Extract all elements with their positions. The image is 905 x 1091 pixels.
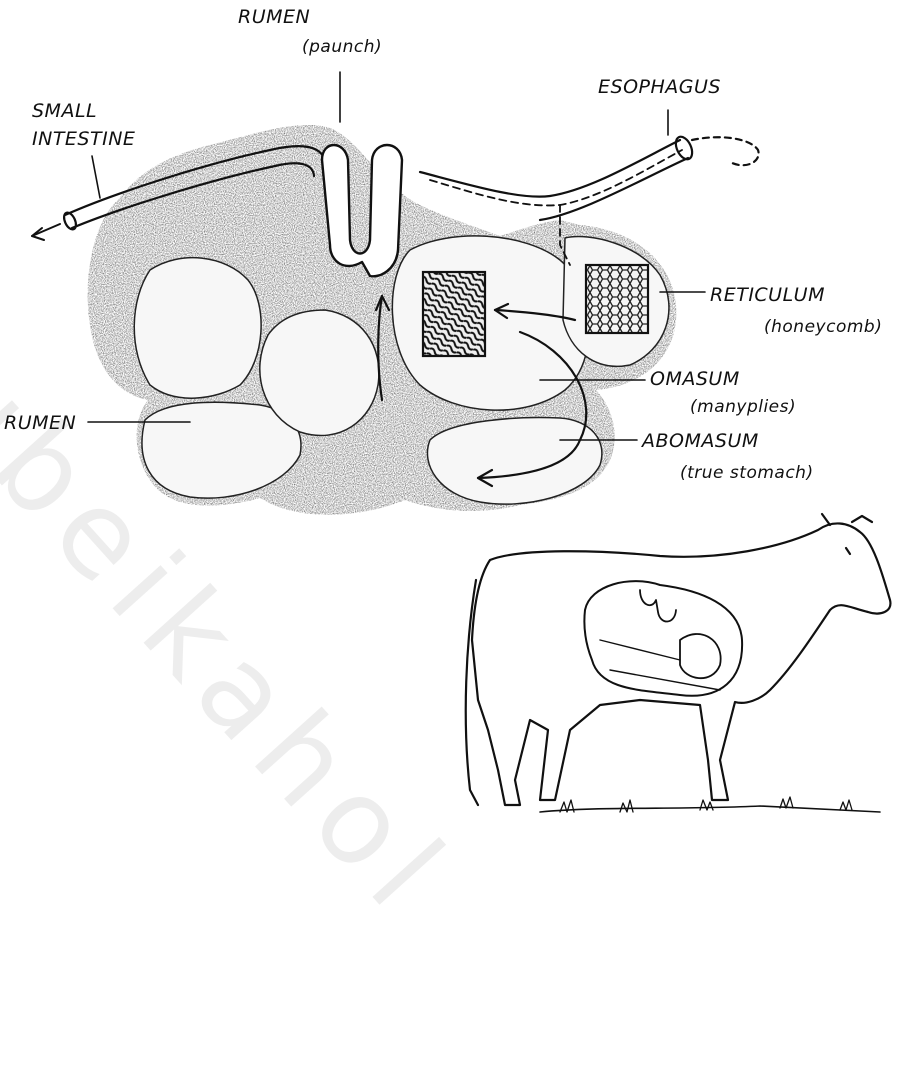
label-omasum: OMASUM	[650, 368, 740, 390]
label-small-intestine-line2: INTESTINE	[32, 128, 135, 150]
label-small-intestine-line1: SMALL	[32, 100, 97, 122]
label-reticulum-sub: (honeycomb)	[764, 316, 882, 338]
label-reticulum: RETICULUM	[710, 284, 825, 306]
omasum-detail	[423, 272, 485, 356]
reticulum-detail	[586, 265, 648, 333]
label-esophagus: ESOPHAGUS	[598, 76, 721, 98]
label-abomasum-sub: (true stomach)	[680, 462, 814, 484]
label-rumen-left: RUMEN	[4, 412, 76, 434]
label-omasum-sub: (manyplies)	[690, 396, 796, 418]
ruminant-stomach-diagram: ubeikahol RUMEN (paunch) ESOPHAGUS SMALL…	[0, 0, 905, 837]
label-rumen-top: RUMEN	[238, 6, 310, 28]
label-abomasum: ABOMASUM	[642, 430, 759, 452]
label-rumen-top-sub: (paunch)	[302, 36, 382, 58]
diagram-drawing	[0, 0, 905, 837]
cow-silhouette	[466, 514, 891, 812]
